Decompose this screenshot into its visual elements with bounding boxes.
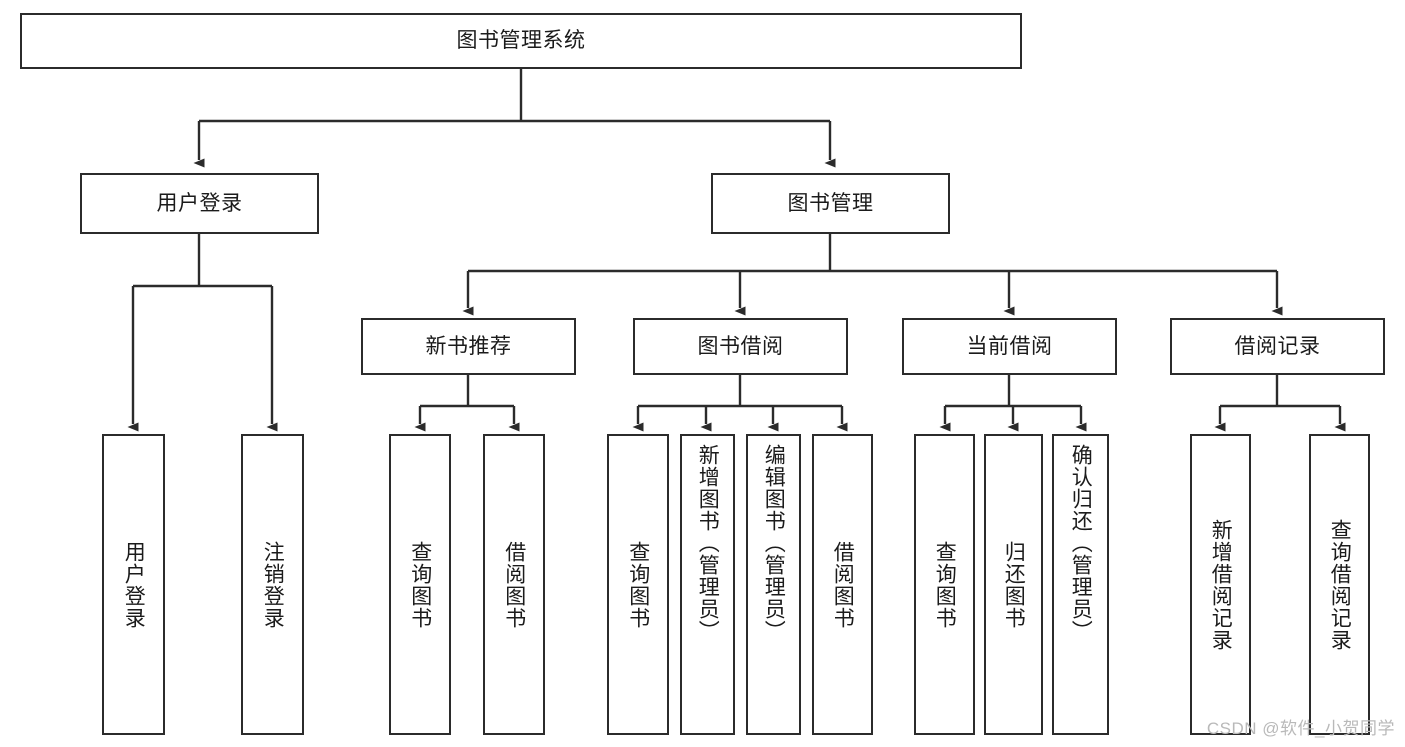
node-label: 新增图书（管理员） xyxy=(696,444,720,642)
leaf-query-borrow-record[interactable]: 查询借阅记录 xyxy=(1309,434,1370,735)
node-label: 图书管理系统 xyxy=(456,29,586,53)
node-book-borrow[interactable]: 图书借阅 xyxy=(633,318,848,375)
leaf-query-book-recommend[interactable]: 查询图书 xyxy=(389,434,451,735)
node-label: 新书推荐 xyxy=(425,334,512,358)
node-label: 查询图书 xyxy=(626,540,650,629)
watermark-text: CSDN @软件_小贺同学 xyxy=(1206,719,1395,738)
node-new-book-recommend[interactable]: 新书推荐 xyxy=(361,318,576,375)
node-label: 借阅记录 xyxy=(1234,334,1321,358)
leaf-query-book-borrow[interactable]: 查询图书 xyxy=(607,434,669,735)
leaf-confirm-return-admin[interactable]: 确认归还（管理员） xyxy=(1052,434,1109,735)
node-label: 注销登录 xyxy=(261,540,285,629)
leaf-add-book-admin[interactable]: 新增图书（管理员） xyxy=(680,434,735,735)
node-label: 当前借阅 xyxy=(966,334,1053,358)
leaf-add-borrow-record[interactable]: 新增借阅记录 xyxy=(1190,434,1251,735)
node-label: 查询图书 xyxy=(408,540,432,629)
leaf-borrow-book-recommend[interactable]: 借阅图书 xyxy=(483,434,545,735)
node-label: 确认归还（管理员） xyxy=(1069,444,1093,642)
leaf-borrow-book[interactable]: 借阅图书 xyxy=(812,434,873,735)
leaf-return-book[interactable]: 归还图书 xyxy=(984,434,1043,735)
node-root-system[interactable]: 图书管理系统 xyxy=(20,13,1022,69)
node-label: 查询借阅记录 xyxy=(1328,518,1352,651)
node-label: 用户登录 xyxy=(122,540,146,629)
leaf-edit-book-admin[interactable]: 编辑图书（管理员） xyxy=(746,434,801,735)
node-borrow-record[interactable]: 借阅记录 xyxy=(1170,318,1385,375)
leaf-query-book-current[interactable]: 查询图书 xyxy=(914,434,975,735)
node-current-borrow[interactable]: 当前借阅 xyxy=(902,318,1117,375)
leaf-user-logout[interactable]: 注销登录 xyxy=(241,434,304,735)
node-label: 借阅图书 xyxy=(831,540,855,629)
node-label: 查询图书 xyxy=(933,540,957,629)
node-book-management[interactable]: 图书管理 xyxy=(711,173,950,234)
node-label: 图书借阅 xyxy=(697,334,784,358)
node-user-login[interactable]: 用户登录 xyxy=(80,173,319,234)
leaf-user-login[interactable]: 用户登录 xyxy=(102,434,165,735)
node-label: 用户登录 xyxy=(156,191,243,215)
node-label: 编辑图书（管理员） xyxy=(762,444,786,642)
node-label: 新增借阅记录 xyxy=(1209,518,1233,651)
node-label: 归还图书 xyxy=(1002,540,1026,629)
node-label: 图书管理 xyxy=(787,191,874,215)
node-label: 借阅图书 xyxy=(502,540,526,629)
